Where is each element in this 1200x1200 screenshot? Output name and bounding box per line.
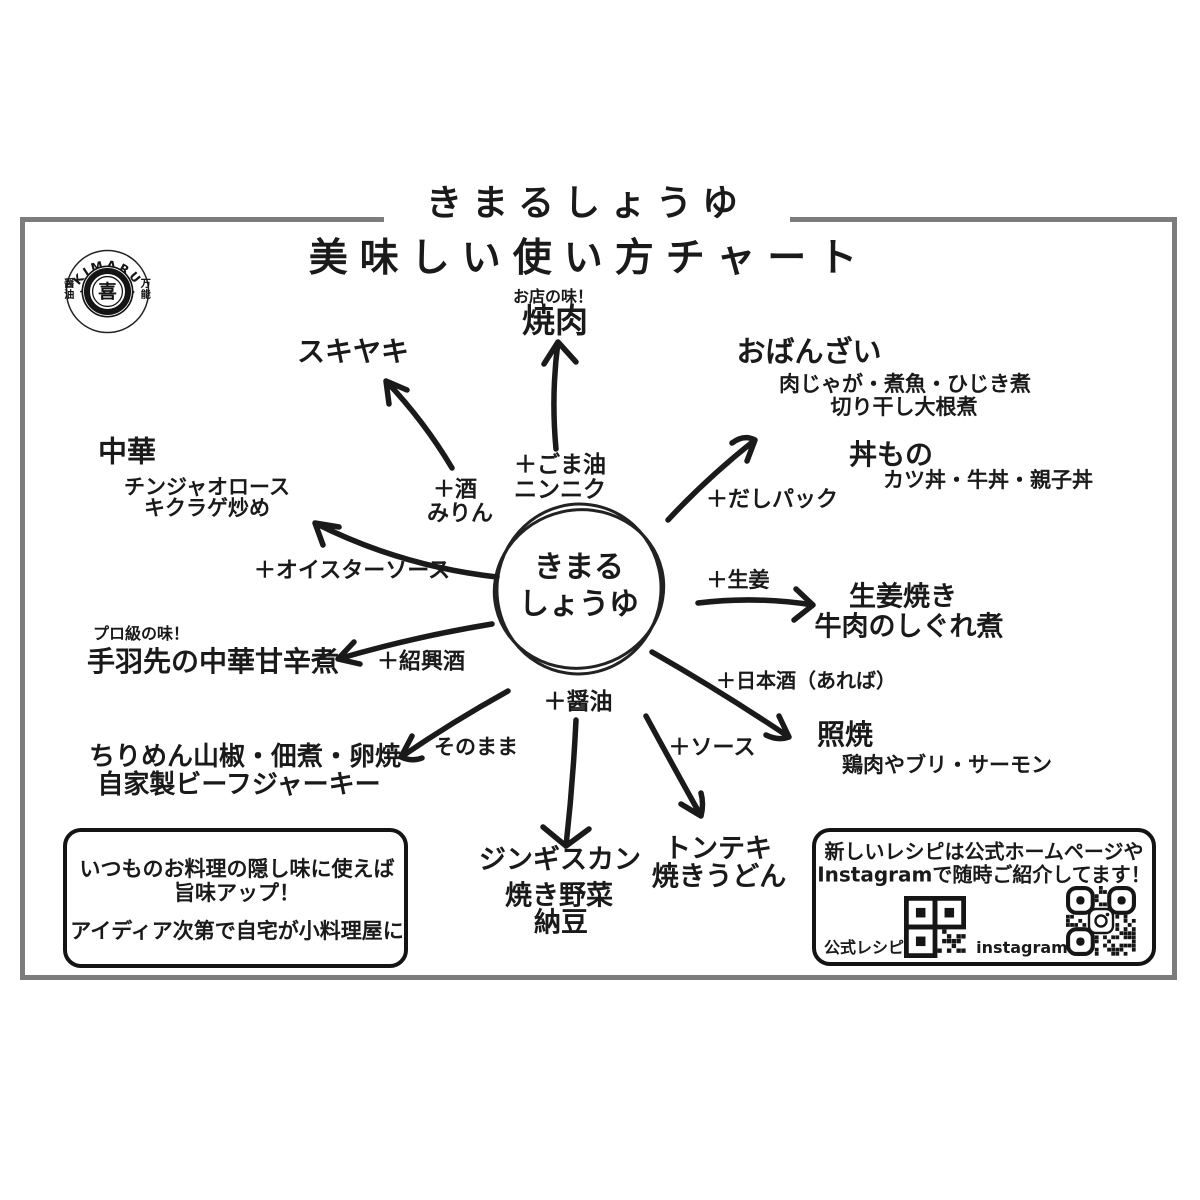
- node-sukiyaki: スキヤキ: [296, 334, 410, 368]
- node-chuka: 中華: [97, 434, 157, 469]
- logo-left-kanji-1: 醤: [64, 277, 74, 290]
- node-tonteki-line1: トンテキ: [664, 833, 772, 865]
- node-chirimen-line2: 自家製ビーフジャーキー: [97, 770, 381, 801]
- poster-title-line2: 美味しい使い方チャート: [308, 236, 870, 281]
- label-gomaabura-line2: ニンニク: [514, 476, 606, 503]
- arrow-to-shogayaki: [695, 586, 816, 623]
- arrow-to-obanzai: [665, 434, 758, 523]
- node-jingisukan-line1: ジンギスカン: [479, 844, 641, 876]
- logo-right-kanji-1: 万: [140, 278, 151, 290]
- node-teriyaki-sub1: 鶏肉やブリ・サーモン: [842, 752, 1052, 777]
- node-shogayaki-line1: 生姜焼き: [849, 581, 957, 613]
- sns-box: 新しいレシピは公式ホームページや Instagramで随時ご紹介してます！ 公式…: [812, 828, 1156, 966]
- center-node-line2: しょうゆ: [519, 586, 639, 622]
- node-obanzai-sub2: 切り干し大根煮: [830, 394, 978, 419]
- node-obanzai-sub1: 肉じゃが・煮魚・ひじき煮: [779, 371, 1031, 396]
- label-ginger: ＋生姜: [706, 567, 770, 592]
- node-tebasaki-note: プロ級の味！: [92, 623, 190, 643]
- instagram-logo-icon: [1087, 907, 1115, 935]
- qr-instagram-label: instagram: [976, 937, 1068, 957]
- sns-line2: Instagramで随時ご紹介してます！: [817, 862, 1151, 887]
- official-recipe-qr-code: [904, 896, 966, 958]
- label-sauce: ＋ソース: [668, 735, 756, 761]
- kimaru-brand-logo: KIMARU Miracle Blend 醤 油 万 能 喜: [64, 249, 152, 334]
- poster-title-line1: きまるしょうゆ: [383, 185, 791, 223]
- node-obanzai: おばんざい: [736, 334, 882, 369]
- arrow-to-tebasaki: [335, 621, 495, 667]
- node-shogayaki-line2: 牛肉のしぐれ煮: [814, 611, 1004, 643]
- hint-line2: 旨味アップ！: [174, 880, 300, 905]
- hint-line3: アイディア次第で自宅が小料理屋に: [70, 918, 404, 943]
- node-yakiniku-note: お店の味！: [512, 286, 594, 306]
- arrow-to-chuka: [312, 520, 500, 580]
- center-node-line1: きまる: [534, 549, 624, 585]
- node-chuka-sub1: チンジャオロース: [124, 474, 290, 499]
- node-chuka-sub2: キクラゲ炒め: [144, 495, 270, 520]
- hint-box: いつものお料理の隠し味に使えば 旨味アップ！ アイディア次第で自宅が小料理屋に: [63, 828, 408, 968]
- label-dashi-pack: ＋だしパック: [705, 487, 839, 513]
- arrow-to-teriyaki: [649, 649, 792, 742]
- label-sake: ＋酒: [432, 477, 478, 503]
- label-shokoshu: ＋紹興酒: [376, 649, 466, 675]
- logo-left-kanji-2: 油: [64, 288, 74, 301]
- node-donmono: 丼もの: [848, 437, 934, 471]
- arrow-to-sukiyaki: [383, 378, 455, 471]
- instagram-qr-code: [1066, 886, 1136, 956]
- label-mirin: みりん: [426, 501, 494, 527]
- arrow-to-tonteki: [643, 713, 706, 819]
- sns-line1: 新しいレシピは公式ホームページや: [824, 839, 1144, 864]
- node-tebasaki: 手羽先の中華甘辛煮: [86, 644, 340, 678]
- node-yakiniku: 焼肉: [522, 301, 588, 341]
- label-gomaabura-line1: ＋ごま油: [514, 451, 606, 478]
- logo-center-mark: 喜: [98, 282, 117, 303]
- label-sonomama: そのまま: [434, 734, 518, 759]
- label-shoyu: ＋醤油: [543, 688, 613, 715]
- node-teriyaki: 照焼: [816, 717, 874, 751]
- qr-official-recipe-label: 公式レシピ: [823, 937, 905, 957]
- node-jingisukan-line3: 納豆: [534, 907, 588, 939]
- label-oyster-sauce: ＋オイスターソース: [253, 558, 451, 584]
- node-tonteki-line2: 焼きうどん: [651, 861, 787, 893]
- arrow-to-chirimen: [398, 688, 511, 763]
- hint-line1: いつものお料理の隠し味に使えば: [79, 856, 395, 881]
- node-jingisukan-line2: 焼き野菜: [505, 880, 613, 912]
- arrow-to-jingisukan: [540, 717, 592, 849]
- node-donmono-sub1: カツ丼・牛丼・親子丼: [883, 467, 1093, 492]
- arrow-to-yakiniku: [541, 339, 579, 452]
- node-chirimen-line1: ちりめん山椒・佃煮・卵焼: [88, 742, 402, 773]
- logo-right-kanji-2: 能: [141, 288, 152, 301]
- label-nihonshu: ＋日本酒（あれば）: [716, 668, 896, 693]
